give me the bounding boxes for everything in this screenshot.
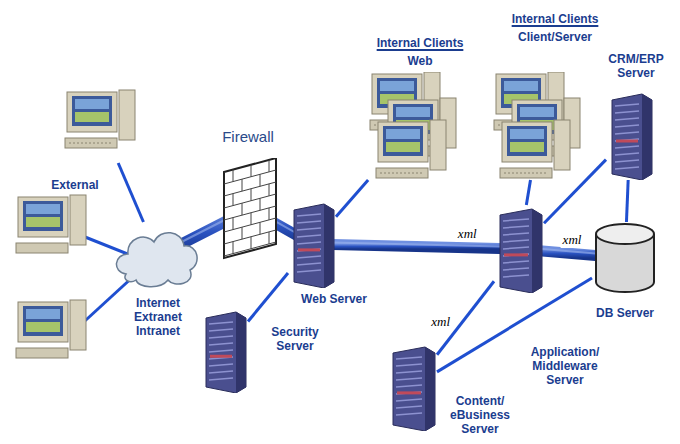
firewall-icon (214, 158, 286, 260)
server-tower-icon (200, 308, 248, 393)
node-label: Web Server (301, 292, 367, 306)
server-tower: Content/ eBusiness Server (387, 343, 437, 431)
node-label: Security Server (264, 325, 326, 353)
node-label: Internet Extranet Intranet (123, 296, 193, 338)
server-tower-icon (494, 205, 544, 293)
database-cylinder: DB Server (592, 222, 658, 294)
network-link (544, 160, 606, 224)
bus-highlight (312, 242, 519, 247)
node-label: Web (407, 54, 432, 68)
pc-icon (16, 195, 86, 253)
network-link (336, 180, 368, 217)
client-computers-icon (368, 72, 463, 180)
group-heading: Internal Clients (512, 12, 599, 26)
pc-icon (16, 300, 86, 358)
client-computers-icon (492, 72, 587, 180)
client-computer: External (55, 78, 145, 163)
edge-label: xml (429, 314, 452, 330)
server-tower: Web Server (288, 200, 336, 288)
network-link (626, 180, 628, 222)
node-label: External (51, 178, 98, 192)
server-tower-icon (606, 90, 654, 180)
network-cloud: Internet Extranet Intranet (112, 222, 204, 290)
client-computers: Internal ClientsClient/Server (492, 72, 587, 180)
database-cylinder-icon (592, 222, 658, 294)
server-tower: CRM/ERP Server (606, 90, 654, 180)
server-tower-icon (387, 343, 437, 431)
node-label: Application/ Middleware Server (519, 345, 611, 387)
network-link (526, 180, 530, 205)
server-tower-icon (288, 200, 336, 288)
network-cloud-icon (112, 222, 204, 290)
client-computer-icon (55, 78, 145, 163)
group-heading: Internal Clients (377, 36, 464, 50)
node-label: Firewall (222, 130, 274, 144)
server-tower: Security Server (200, 308, 248, 393)
node-label: Content/ eBusiness Server (440, 394, 520, 436)
network-link (248, 273, 288, 321)
network-link (118, 163, 143, 222)
edge-label: xml (561, 232, 584, 248)
firewall: Firewall (214, 158, 286, 260)
edge-label: xml (456, 226, 479, 242)
node-label: DB Server (596, 306, 654, 320)
server-tower: Application/ Middleware Server (494, 205, 544, 293)
client-computers: Internal ClientsWeb (368, 72, 463, 180)
node-label: CRM/ERP Server (605, 52, 667, 80)
node-label: Client/Server (518, 30, 592, 44)
